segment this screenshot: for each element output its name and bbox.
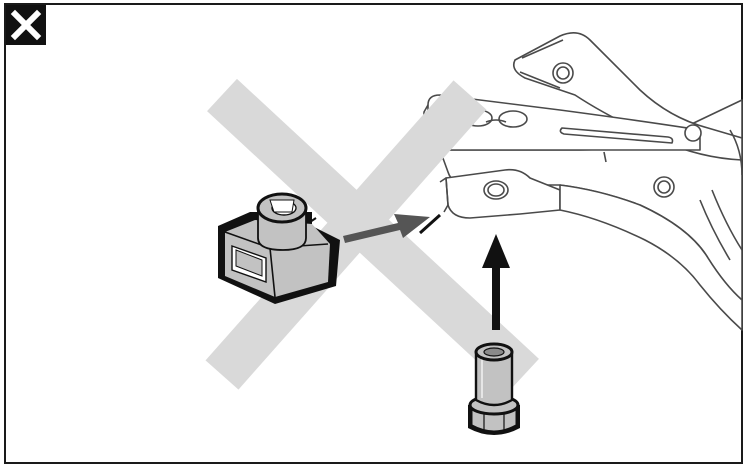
mounting-bracket-icon — [423, 32, 743, 331]
x-mark-icon — [6, 5, 46, 45]
up-arrow-icon — [482, 234, 510, 330]
square-nut-icon — [218, 192, 340, 304]
hex-spacer-icon — [468, 342, 520, 435]
insert-arrow-icon — [343, 213, 442, 243]
